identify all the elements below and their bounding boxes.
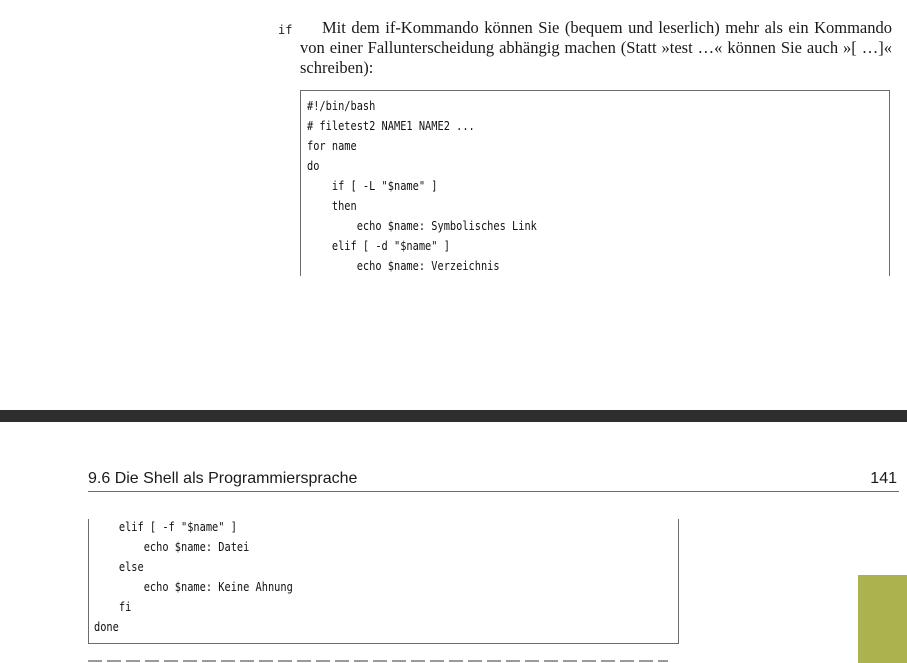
- page-number: 141: [870, 470, 897, 487]
- code-line: echo $name: Keine Ahnung: [94, 580, 293, 594]
- running-header-title: 9.6 Die Shell als Programmiersprache: [88, 470, 358, 487]
- code-line: do: [307, 159, 320, 173]
- code-line: elif [ -d "$name" ]: [307, 239, 450, 253]
- code-line: echo $name: Symbolisches Link: [307, 219, 537, 233]
- marginal-keyword: if: [278, 23, 293, 37]
- header-rule: [88, 491, 899, 492]
- code-line: if [ -L "$name" ]: [307, 179, 438, 193]
- code-line: else: [94, 560, 144, 574]
- code-line: echo $name: Verzeichnis: [307, 259, 500, 273]
- code-line: # filetest2 NAME1 NAME2 ...: [307, 119, 475, 133]
- page-break-bar: [0, 410, 907, 422]
- code-line: then: [307, 199, 357, 213]
- code-line: echo $name: Datei: [94, 540, 250, 554]
- code-line: for name: [307, 139, 357, 153]
- code-line: elif [ -f "$name" ]: [94, 520, 237, 534]
- code-listing-bottom: elif [ -f "$name" ] echo $name: Datei el…: [88, 519, 679, 644]
- cutoff-text-line: [88, 656, 668, 663]
- body-paragraph: Mit dem if-Kommando können Sie (bequem u…: [300, 18, 892, 78]
- code-listing-top: #!/bin/bash # filetest2 NAME1 NAME2 ... fo…: [300, 90, 890, 276]
- code-line: #!/bin/bash: [307, 99, 376, 113]
- code-line: done: [94, 620, 119, 634]
- code-line: fi: [94, 600, 132, 614]
- chapter-thumb-tab: [858, 575, 907, 663]
- paragraph-text: Mit dem if-Kommando können Sie (bequem u…: [300, 18, 892, 77]
